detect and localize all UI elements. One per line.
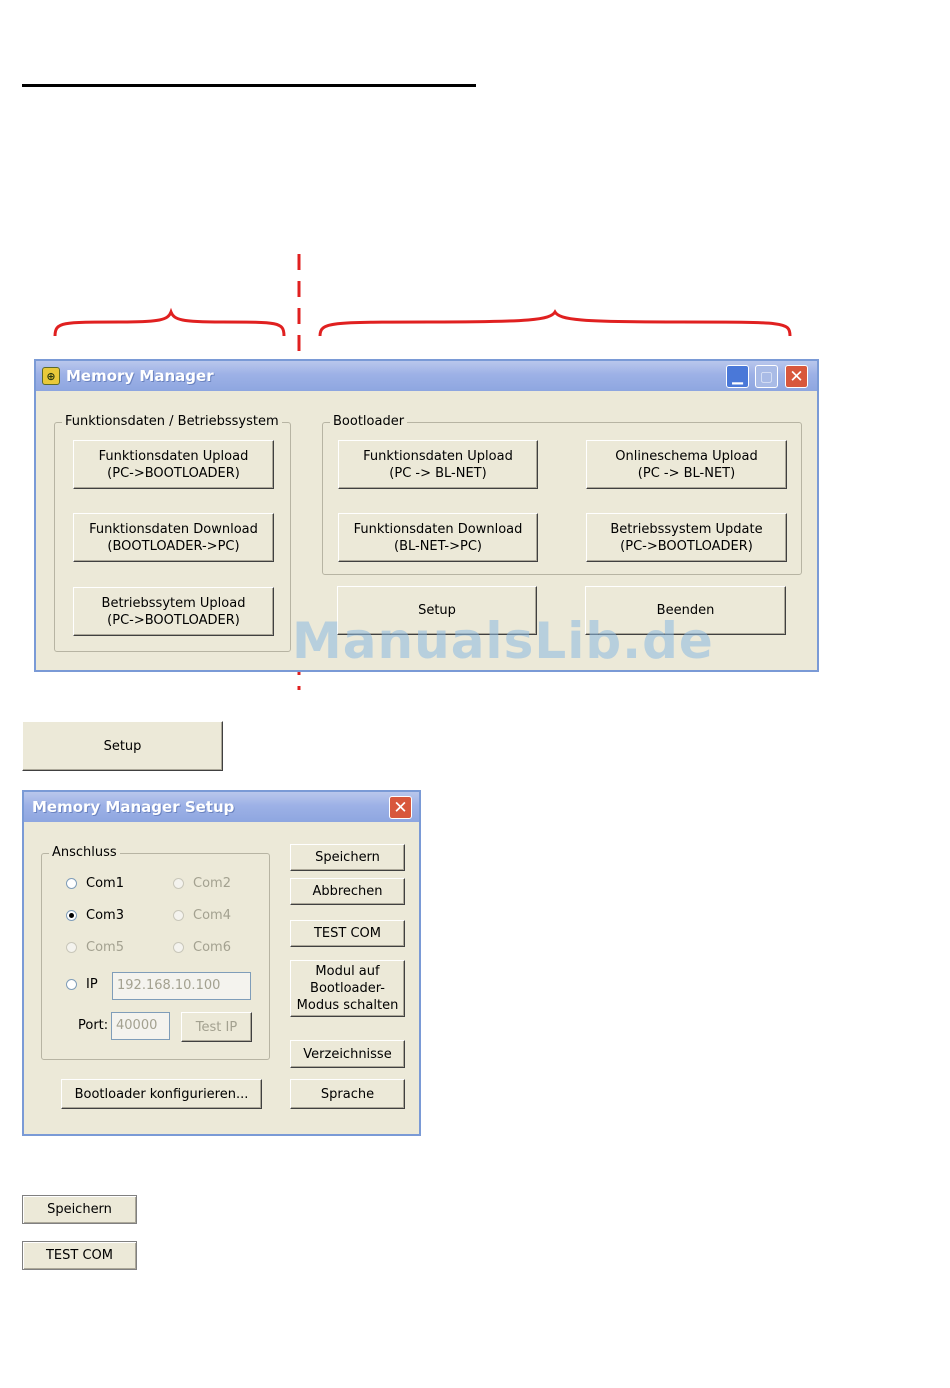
radio-indicator [66, 942, 77, 953]
funktionsdaten-download-bootloader-button[interactable]: Funktionsdaten Download (BOOTLOADER->PC) [73, 513, 274, 562]
radio-indicator [173, 910, 184, 921]
group-bootloader: Bootloader Funktionsdaten Upload (PC -> … [322, 414, 802, 575]
radio-com2[interactable]: Com2 [173, 876, 231, 891]
dialog-title: Memory Manager Setup [32, 798, 235, 816]
anschluss-legend: Anschluss [49, 845, 120, 860]
watermark: ManualsLib.de [292, 612, 714, 670]
test-ip-button[interactable]: Test IP [181, 1012, 252, 1042]
sprache-button[interactable]: Sprache [290, 1079, 405, 1109]
onlineschema-upload-button[interactable]: Onlineschema Upload (PC -> BL-NET) [586, 440, 787, 489]
betriebssystem-upload-button[interactable]: Betriebssytem Upload (PC->BOOTLOADER) [73, 587, 274, 636]
radio-com6[interactable]: Com6 [173, 940, 231, 955]
bootloader-modus-button[interactable]: Modul auf Bootloader- Modus schalten [290, 960, 405, 1017]
port-field[interactable]: 40000 [111, 1012, 170, 1040]
radio-indicator [173, 878, 184, 889]
port-label: Port: [78, 1018, 109, 1033]
radio-com4[interactable]: Com4 [173, 908, 231, 923]
radio-indicator-checked [66, 910, 77, 921]
section-rule [22, 84, 476, 87]
left-brace [53, 307, 286, 337]
radio-com3[interactable]: Com3 [66, 908, 124, 923]
beenden-button[interactable]: Beenden [585, 586, 786, 635]
abbrechen-button[interactable]: Abbrechen [290, 878, 405, 905]
radio-indicator [173, 942, 184, 953]
window-title: Memory Manager [66, 367, 214, 385]
right-brace [318, 309, 792, 337]
titlebar: ⊕ Memory Manager ▁ ▢ ✕ [36, 361, 817, 391]
test-com-button[interactable]: TEST COM [290, 920, 405, 947]
radio-indicator [66, 979, 77, 990]
radio-com1[interactable]: Com1 [66, 876, 124, 891]
group-funktionsdaten-betriebssystem: Funktionsdaten / Betriebssystem Funktion… [54, 414, 291, 652]
speichern-button-standalone[interactable]: Speichern [22, 1195, 137, 1224]
radio-indicator [66, 878, 77, 889]
setup-button[interactable]: Setup [337, 586, 537, 635]
group-anschluss: Anschluss Com1 Com2 Com3 Com4 Com5 Com6 … [41, 845, 270, 1060]
betriebssystem-update-button[interactable]: Betriebssystem Update (PC->BOOTLOADER) [586, 513, 787, 562]
app-icon: ⊕ [42, 367, 60, 385]
bootloader-konfigurieren-button[interactable]: Bootloader konfigurieren... [61, 1079, 262, 1109]
verzeichnisse-button[interactable]: Verzeichnisse [290, 1040, 405, 1068]
test-com-button-standalone[interactable]: TEST COM [22, 1241, 137, 1270]
speichern-button[interactable]: Speichern [290, 844, 405, 871]
memory-manager-setup-dialog: Memory Manager Setup ✕ Anschluss Com1 Co… [22, 790, 421, 1136]
maximize-button[interactable]: ▢ [755, 365, 778, 388]
dialog-titlebar: Memory Manager Setup ✕ [24, 792, 419, 822]
dialog-close-button[interactable]: ✕ [389, 796, 412, 819]
group-legend: Funktionsdaten / Betriebssystem [62, 414, 282, 429]
funktionsdaten-upload-blnet-button[interactable]: Funktionsdaten Upload (PC -> BL-NET) [338, 440, 538, 489]
funktionsdaten-download-blnet-button[interactable]: Funktionsdaten Download (BL-NET->PC) [338, 513, 538, 562]
memory-manager-window: ⊕ Memory Manager ▁ ▢ ✕ Funktionsdaten / … [34, 359, 819, 672]
funktionsdaten-upload-bootloader-button[interactable]: Funktionsdaten Upload (PC->BOOTLOADER) [73, 440, 274, 489]
setup-button-standalone[interactable]: Setup [22, 721, 223, 771]
ip-address-field[interactable]: 192.168.10.100 [112, 972, 251, 1000]
radio-com5[interactable]: Com5 [66, 940, 124, 955]
minimize-button[interactable]: ▁ [726, 365, 749, 388]
radio-ip[interactable]: IP [66, 977, 98, 992]
close-button[interactable]: ✕ [785, 365, 808, 388]
group-legend: Bootloader [330, 414, 408, 429]
